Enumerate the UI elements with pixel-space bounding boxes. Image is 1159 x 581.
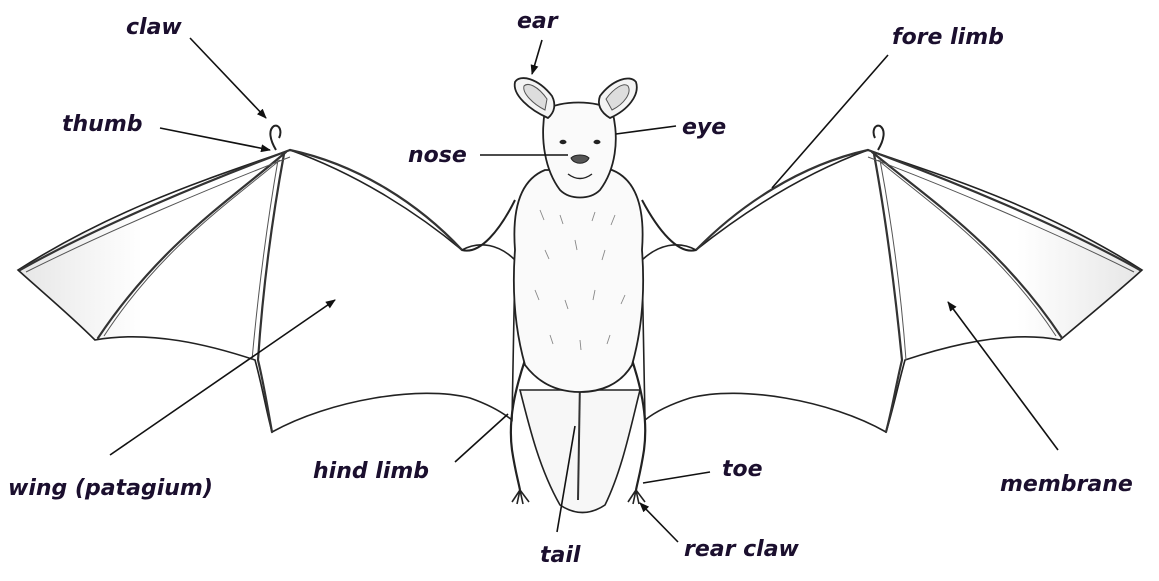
left-foot	[512, 490, 529, 504]
label-nose: nose	[408, 145, 467, 167]
label-wing: wing (patagium)	[8, 478, 213, 500]
left-eye	[560, 140, 567, 144]
arrow-rear-claw	[640, 503, 678, 542]
label-rear-claw: rear claw	[684, 539, 799, 561]
arrow-eye	[616, 126, 676, 134]
left-wing-membrane	[18, 150, 515, 432]
left-thumb-claw	[270, 126, 280, 150]
bat-body	[514, 170, 643, 392]
label-tail: tail	[540, 545, 580, 567]
label-fore-limb: fore limb	[892, 27, 1004, 49]
label-eye: eye	[682, 117, 726, 139]
label-hind-limb: hind limb	[313, 461, 429, 483]
right-forearm	[642, 200, 696, 251]
left-forearm	[462, 200, 515, 251]
right-wing-membrane	[642, 150, 1142, 432]
arrow-toe	[643, 472, 710, 483]
label-claw: claw	[126, 17, 182, 39]
label-ear: ear	[517, 11, 558, 33]
arrow-ear	[532, 40, 542, 74]
right-hind-limb	[632, 360, 645, 490]
label-thumb: thumb	[62, 114, 143, 136]
label-membrane: membrane	[1000, 474, 1133, 496]
arrow-claw	[190, 38, 266, 118]
right-thumb-claw	[874, 126, 884, 150]
arrow-thumb	[160, 128, 270, 150]
right-foot	[628, 490, 645, 504]
arrow-hind-limb	[455, 414, 508, 462]
right-eye	[594, 140, 601, 144]
label-toe: toe	[722, 459, 763, 481]
nose-shape	[571, 155, 589, 163]
